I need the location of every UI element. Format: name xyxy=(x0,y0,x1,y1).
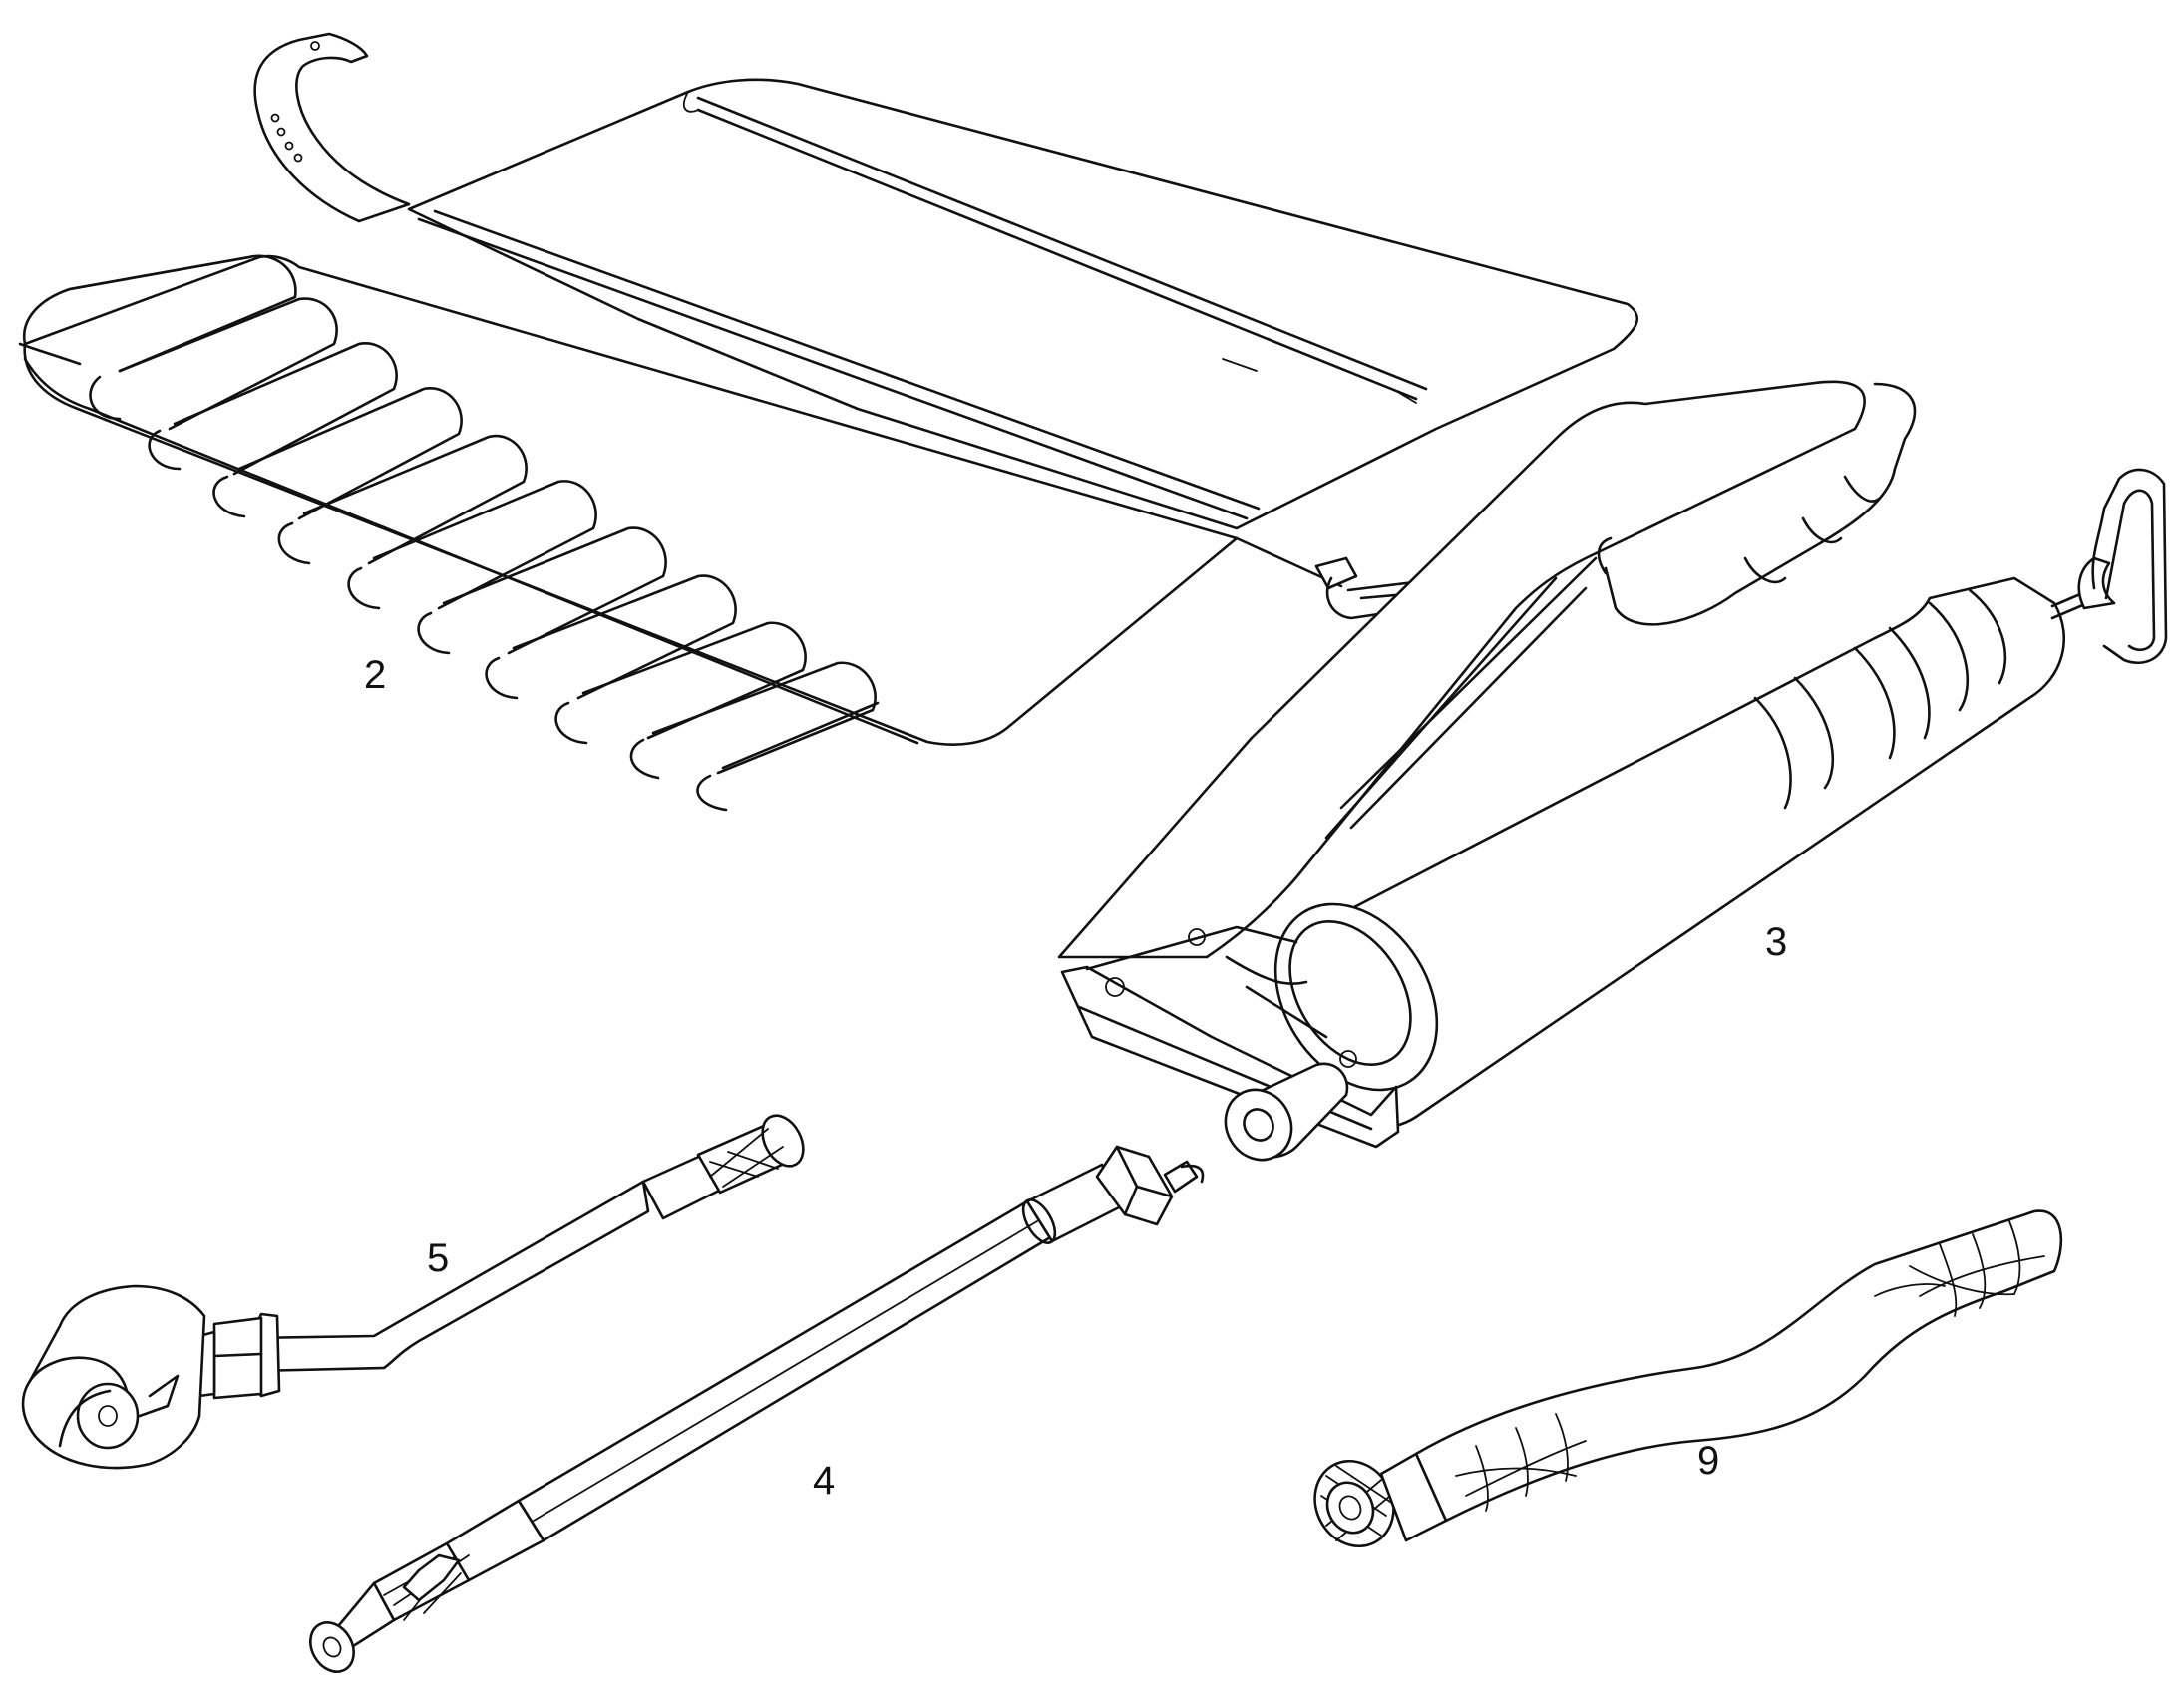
flexible-hose-end xyxy=(1313,1452,1448,1548)
tool-roll-pockets xyxy=(18,254,1239,812)
grease-gun-plunger xyxy=(2050,468,2168,665)
angled-connector xyxy=(21,1114,805,1470)
callout-grease-gun: 3 xyxy=(1765,920,1787,964)
tool-roll xyxy=(18,32,1639,812)
callout-rigid-extension: 4 xyxy=(813,1459,835,1503)
rigid-extension xyxy=(309,1145,1205,1673)
flexible-hose xyxy=(1313,1209,2063,1548)
callout-angled-connector: 5 xyxy=(427,1236,449,1280)
callout-flexible-hose: 9 xyxy=(1697,1439,1719,1483)
tool-roll-strap xyxy=(253,32,411,223)
angled-connector-head xyxy=(21,1284,206,1470)
callout-tool-roll: 2 xyxy=(364,653,386,697)
grease-gun-lever xyxy=(1057,380,1917,959)
tool-roll-flap xyxy=(407,78,1639,530)
grease-gun xyxy=(1057,380,2168,1162)
grease-gun-head xyxy=(1060,925,1400,1162)
angled-connector-coupling xyxy=(696,1114,805,1195)
